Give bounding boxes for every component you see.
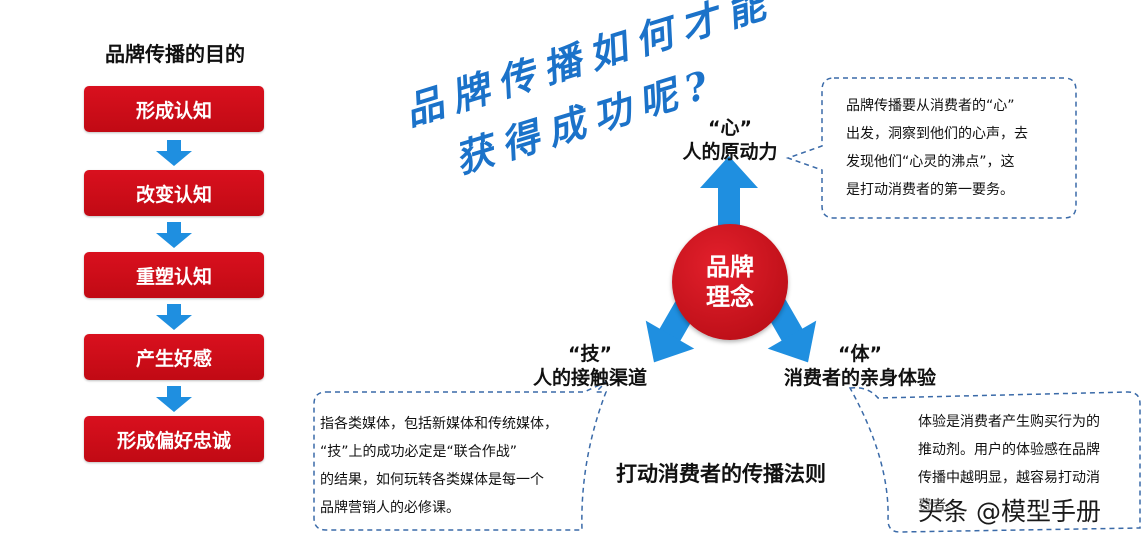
heart-desc-line: 品牌传播要从消费者的“心” — [846, 98, 1015, 114]
down-arrow-icon — [156, 140, 192, 166]
skill-desc-line: 品牌营销人的必修课。 — [320, 500, 460, 516]
body-desc-line: 传播中越明显，越容易打动消 — [918, 470, 1100, 486]
step-change-awareness: 改变认知 — [84, 170, 264, 216]
body-bubble-outline — [848, 386, 1141, 533]
skill-bubble-outline — [313, 381, 608, 531]
heart-desc-line: 是打动消费者的第一要务。 — [846, 182, 1014, 198]
skill-label: “技” 人的接触渠道 — [510, 342, 670, 390]
body-description: 体验是消费者产生购买行为的 推动剂。用户的体验感在品牌 传播中越明显，越容易打动… — [918, 408, 1100, 520]
heart-bubble-outline — [785, 77, 1077, 219]
skill-tag: “技” — [568, 343, 612, 365]
body-desc-line: 费者。 — [918, 498, 960, 514]
heart-description: 品牌传播要从消费者的“心” 出发，洞察到他们的心声，去 发现他们“心灵的沸点”，… — [846, 92, 1028, 204]
step-form-awareness: 形成认知 — [84, 86, 264, 132]
step-preference-loyalty: 形成偏好忠诚 — [84, 416, 264, 462]
skill-desc-line: “技”上的成功必定是“联合作战” — [320, 444, 518, 460]
center-line1: 品牌 — [706, 253, 754, 281]
heart-name: 人的原动力 — [682, 141, 778, 163]
skill-name: 人的接触渠道 — [532, 367, 647, 389]
down-arrow-icon — [156, 386, 192, 412]
heart-desc-line: 出发，洞察到他们的心声，去 — [846, 126, 1028, 142]
body-label: “体” 消费者的亲身体验 — [770, 342, 950, 390]
body-tag: “体” — [838, 343, 882, 365]
skill-desc-line: 指各类媒体，包括新媒体和传统媒体， — [320, 416, 558, 432]
down-arrow-icon — [156, 222, 192, 248]
purpose-title: 品牌传播的目的 — [105, 42, 245, 66]
heart-desc-line: 发现他们“心灵的沸点”，这 — [846, 154, 1015, 170]
body-desc-line: 推动剂。用户的体验感在品牌 — [918, 442, 1100, 458]
heart-label: “心” 人的原动力 — [660, 116, 800, 164]
brand-concept-circle: 品牌 理念 — [672, 224, 788, 340]
rules-title: 打动消费者的传播法则 — [616, 462, 826, 486]
step-favorable-impression: 产生好感 — [84, 334, 264, 380]
heart-tag: “心” — [708, 117, 752, 139]
center-line2: 理念 — [706, 283, 754, 311]
skill-description: 指各类媒体，包括新媒体和传统媒体， “技”上的成功必定是“联合作战” 的结果，如… — [320, 410, 558, 522]
body-desc-line: 体验是消费者产生购买行为的 — [918, 414, 1100, 430]
step-reshape-awareness: 重塑认知 — [84, 252, 264, 298]
up-arrow-icon — [700, 156, 758, 226]
watermark: 头条 @模型手册 — [918, 497, 1101, 526]
skill-desc-line: 的结果，如何玩转各类媒体是每一个 — [320, 472, 544, 488]
down-arrow-icon — [156, 304, 192, 330]
body-name: 消费者的亲身体验 — [783, 367, 936, 389]
